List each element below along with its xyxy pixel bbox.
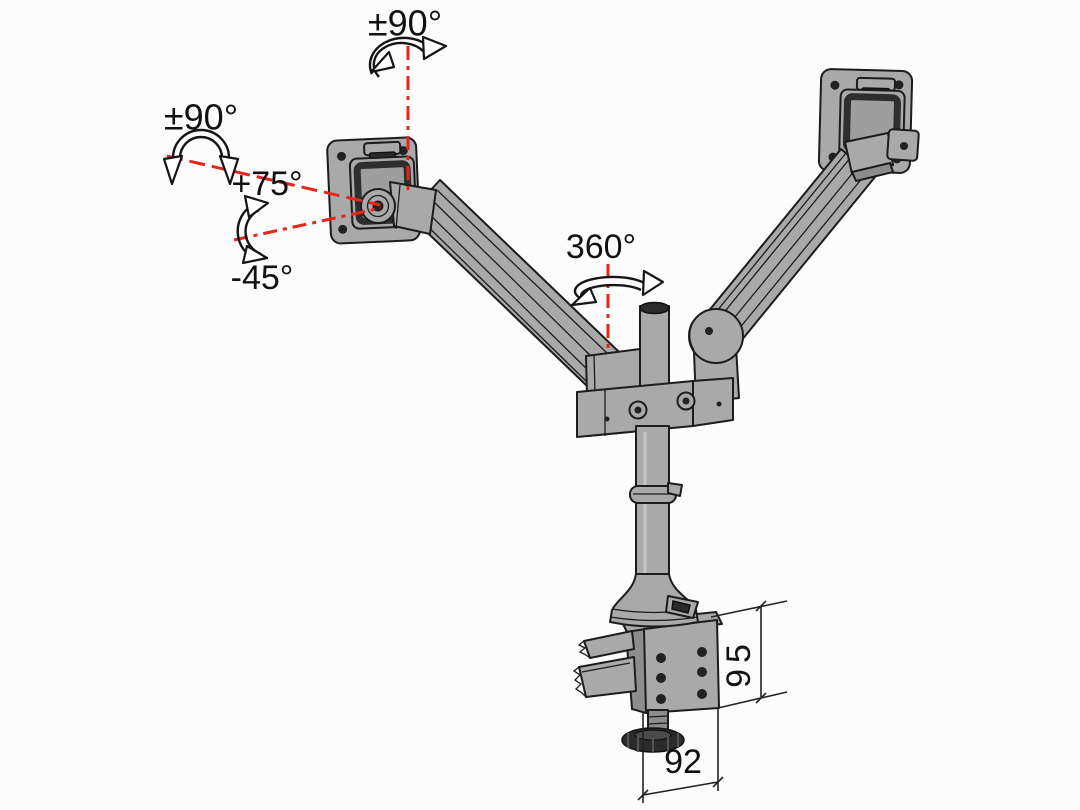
swivel-rotation-arrow-icon [570, 269, 665, 307]
axis-line-monitor-tilt [233, 206, 382, 242]
pole-top [639, 301, 670, 397]
monitor-yaw-label: ±90° [368, 3, 442, 44]
monitor-roll-label: ±90° [164, 97, 238, 138]
right-tilt-hinge [844, 128, 920, 182]
base-cone [609, 573, 699, 628]
dimension-clamp-height: 95 [710, 600, 788, 709]
elbow-joint [688, 308, 744, 364]
right-arm [693, 148, 876, 404]
center-hub [576, 377, 734, 438]
monitor-tilt-up-label: +75° [231, 165, 302, 203]
pole [629, 425, 683, 579]
clamp-depth-label: 92 [664, 743, 702, 781]
clamp-thumb-screw [621, 709, 685, 753]
clamp-front-face [643, 619, 720, 714]
yaw-rotation-arrow-icon [368, 35, 448, 78]
clamp-upper-prong [577, 630, 635, 659]
roll-rotation-arrow-icon [162, 128, 240, 186]
cone-lever [665, 595, 699, 619]
pole-collar [629, 482, 683, 504]
clamp-height-label: 95 [720, 638, 758, 688]
axis-line-monitor-roll [166, 154, 381, 207]
tilt-rotation-arrow-icon [236, 194, 270, 265]
monitor-tilt-down-label: -45° [231, 259, 294, 297]
dimension-clamp-depth: 92 [637, 709, 724, 803]
desk-clamp [572, 611, 723, 753]
arm-swivel-label: 360° [566, 228, 636, 266]
clamp-holes [656, 647, 707, 704]
clamp-lower-prong [572, 656, 637, 698]
